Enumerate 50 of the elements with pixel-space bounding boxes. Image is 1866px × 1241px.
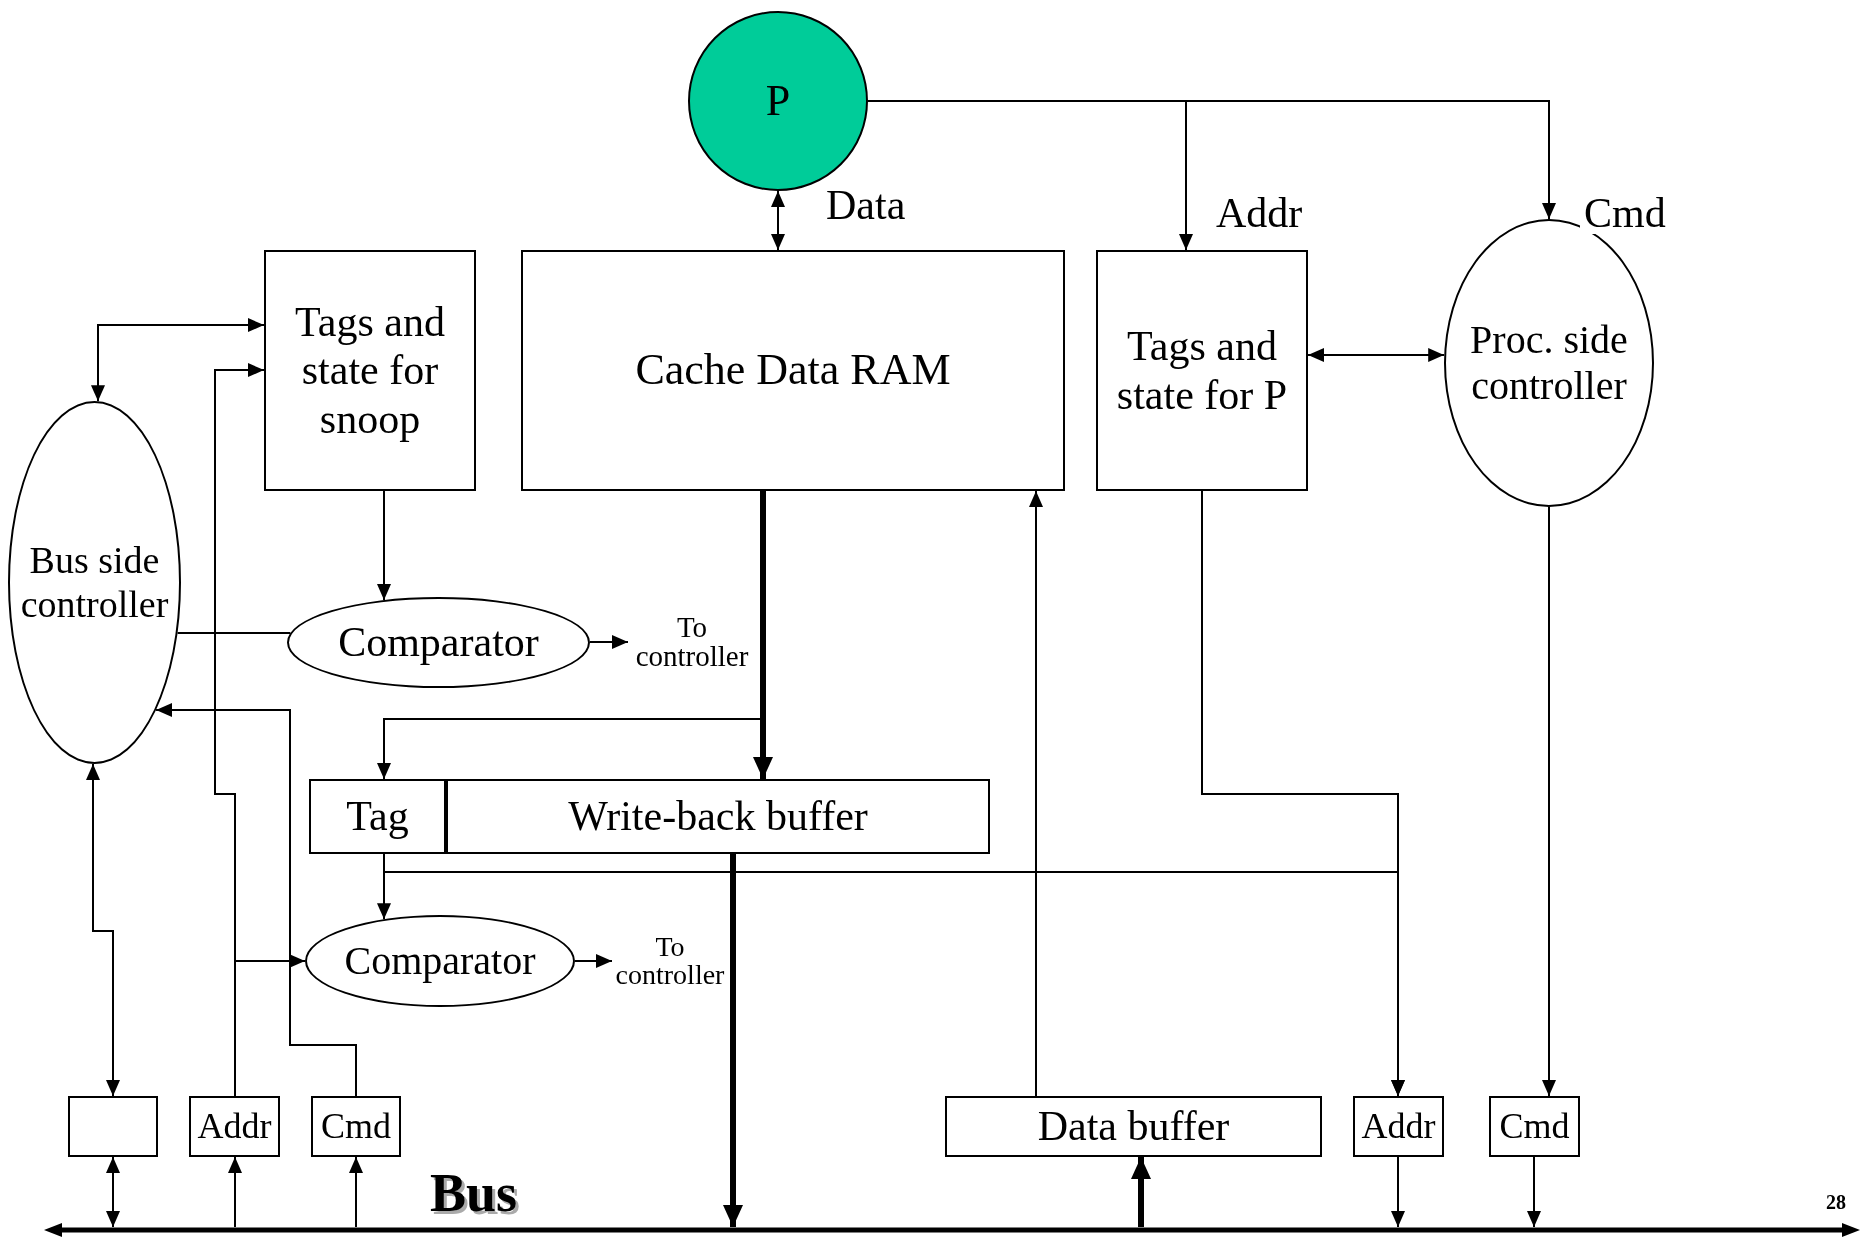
node-label: Cache Data RAM: [635, 345, 951, 396]
arrow: [1542, 506, 1556, 1097]
arrow: [574, 954, 613, 968]
node-label: P: [765, 75, 791, 127]
arrow: [228, 1156, 242, 1228]
node-label: Comparator: [344, 938, 536, 984]
arrow: [753, 491, 773, 779]
arrow: [155, 703, 357, 1097]
node-label: Addr: [197, 1105, 272, 1148]
arrow: [771, 190, 785, 251]
arrow: [589, 635, 629, 649]
component-box: [311, 1096, 401, 1157]
arrow: [1201, 490, 1405, 1097]
bus-title: Bus: [430, 1166, 518, 1220]
component-box: [1489, 1096, 1580, 1157]
arrow: [1131, 1157, 1151, 1227]
annotation-text: To controller: [612, 921, 728, 1001]
arrow: [91, 318, 265, 403]
arrow: [86, 762, 120, 1097]
node-label: Comparator: [338, 618, 539, 667]
node-label: Write-back buffer: [568, 792, 868, 841]
node-label: Bus side controller: [19, 538, 170, 627]
arrow: [234, 954, 306, 1097]
node-label: Data buffer: [1037, 1102, 1230, 1151]
component-box: [264, 250, 476, 491]
node-label: Tag: [346, 792, 409, 841]
arrow: [1391, 1156, 1405, 1228]
component-box: [446, 779, 990, 854]
arrow: [1029, 490, 1043, 1097]
node-label: Tags and state for snoop: [294, 298, 446, 443]
component-box: [1353, 1096, 1444, 1157]
component-box: [189, 1096, 280, 1157]
arrow: [1527, 1156, 1541, 1228]
register-box: [68, 1096, 158, 1157]
arrow: [723, 854, 743, 1227]
connector-line: [176, 632, 292, 634]
component-box: [945, 1096, 1322, 1157]
arrow: [349, 1156, 363, 1228]
node-label: Cmd: [1499, 1105, 1570, 1148]
node-label: Addr: [1361, 1105, 1436, 1148]
annotation-text: To controller: [628, 602, 756, 682]
page-number: 28: [1826, 1192, 1846, 1212]
node-label: Tags and state for P: [1115, 322, 1289, 419]
arrow: [1307, 348, 1446, 362]
node-label: Proc. side controller: [1469, 317, 1629, 409]
component-box: [1096, 250, 1308, 491]
arrow: [106, 1156, 120, 1228]
component-box: [309, 779, 446, 854]
component-box: [521, 250, 1065, 491]
node-label: Cmd: [321, 1105, 391, 1148]
